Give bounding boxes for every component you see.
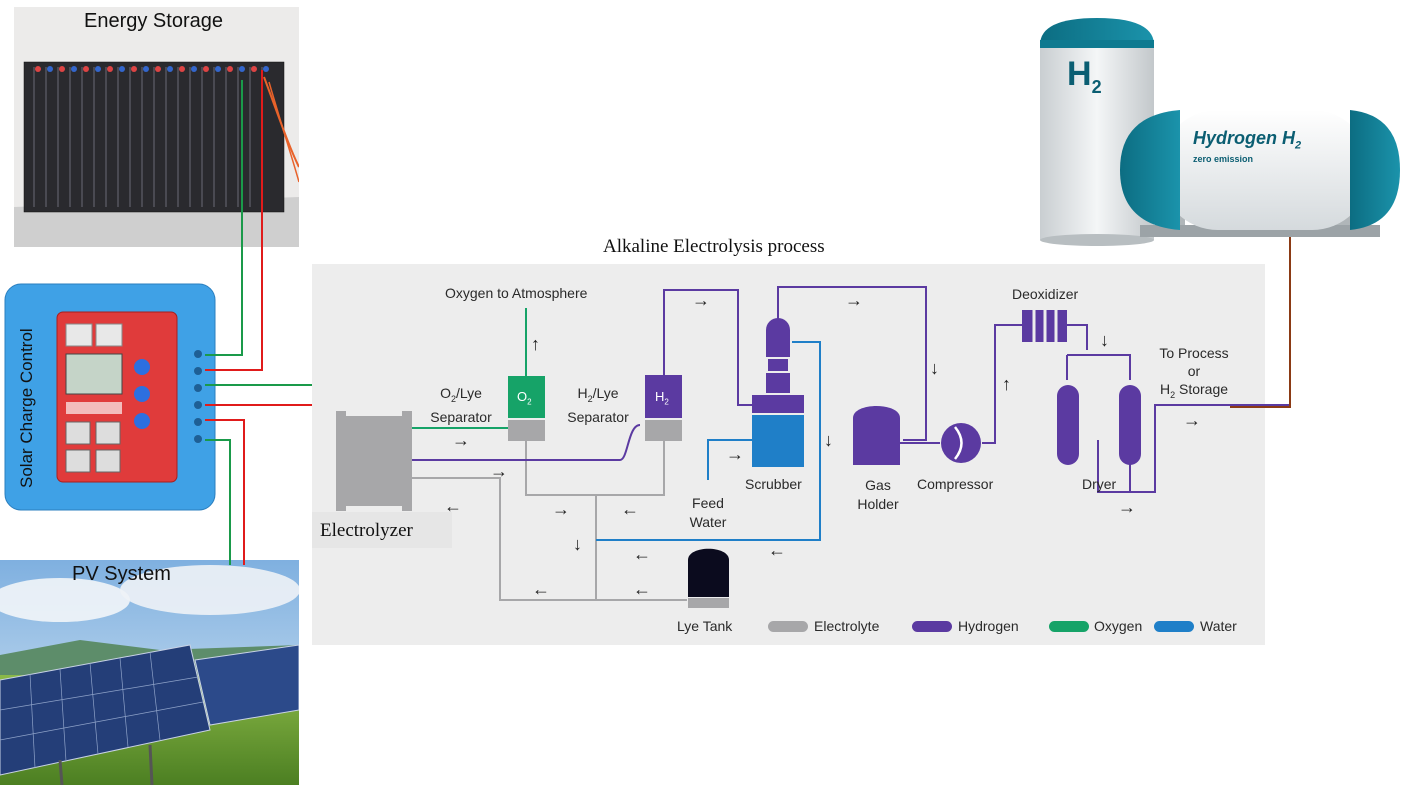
arrow-down-electrolyte: ↓ [573, 534, 582, 554]
pipe-hydrogen-deox-out [1067, 324, 1088, 350]
deoxidizer-unit [1022, 310, 1067, 342]
wire-storage-red [205, 70, 263, 371]
label-o2-separator: O2/Lye Separator [430, 385, 492, 425]
arrow-left-separators-bottom: ← [621, 499, 639, 519]
compressor-unit [941, 423, 981, 463]
pipe-electrolyte-separators [525, 440, 665, 496]
gas-holder-unit [853, 406, 900, 465]
pipe-water-return [596, 341, 821, 541]
label-scrubber: Scrubber [745, 476, 802, 492]
label-lye-tank: Lye Tank [677, 618, 733, 634]
arrow-right-h2-top: → [692, 290, 710, 310]
arrow-right-feed-water: → [726, 444, 744, 464]
hydrogen-tank-tag: zero emission [1193, 154, 1254, 164]
electrolyzer-label-box [312, 512, 452, 548]
label-compressor: Compressor [917, 476, 994, 492]
label-deoxidizer: Deoxidizer [1012, 286, 1079, 302]
legend-label-electrolyte: Electrolyte [814, 618, 880, 634]
electrolyzer-unit [336, 411, 412, 511]
pipe-hydrogen-compressor [982, 324, 1022, 444]
charge-controller-title: Solar Charge Control [17, 328, 36, 488]
pipe-output-storage [1230, 165, 1291, 408]
arrow-left-return-1: ← [532, 579, 550, 599]
pv-system-image: PV System [0, 560, 299, 785]
energy-storage-image: Energy Storage [14, 7, 299, 247]
arrow-right-oxygen: → [452, 430, 470, 450]
pipe-electrolyte-return [412, 477, 687, 601]
hydrogen-tanks-illustration [1040, 18, 1400, 246]
pv-system-title: PV System [72, 563, 171, 585]
label-electrolyzer: Electrolyzer [320, 520, 413, 541]
dryer-unit [1057, 385, 1141, 465]
charge-controller-image: Solar Charge Control [2, 282, 220, 514]
wire-pv-green [205, 439, 231, 565]
scrubber-unit [752, 318, 804, 467]
arrow-down-scrubber: ↓ [824, 430, 833, 450]
battery-bank-illustration [14, 7, 299, 247]
arrow-left-water-2: ← [768, 540, 786, 560]
legend-label-hydrogen: Hydrogen [958, 618, 1019, 634]
o2-box-label: O2 [517, 389, 532, 407]
legend: Electrolyte Hydrogen Oxygen Water [768, 618, 1263, 638]
legend-swatch-water [1154, 621, 1194, 632]
arrow-right-separators-bottom: → [552, 499, 570, 519]
wire-pv-red [205, 419, 245, 565]
label-dryer: Dryer [1082, 476, 1117, 492]
legend-swatch-electrolyte [768, 621, 808, 632]
charge-controller-illustration: Solar Charge Control [4, 283, 216, 511]
process-title: Alkaline Electrolysis process [603, 236, 825, 257]
h2-tank-label: H2 [1067, 55, 1102, 97]
label-h2-separator: H2/Lye Separator [567, 385, 629, 425]
arrow-right-dryer-bottom: → [1118, 497, 1136, 517]
arrow-right-hydrogen: → [490, 461, 508, 481]
legend-swatch-hydrogen [912, 621, 952, 632]
h2-separator [645, 375, 682, 441]
label-oxygen-to-atmosphere: Oxygen to Atmosphere [445, 285, 588, 301]
lye-tank-unit [688, 548, 729, 608]
arrow-right-scrubber-top: → [845, 290, 863, 310]
pipe-hydrogen-to-scrubber [663, 289, 752, 406]
legend-label-oxygen: Oxygen [1094, 618, 1143, 634]
pipe-hydrogen-electrolyzer [412, 424, 641, 461]
pipe-hydrogen-scrubber-out [777, 286, 927, 441]
legend-swatch-oxygen [1049, 621, 1089, 632]
arrow-down-deox: ↓ [1100, 330, 1109, 350]
arrow-left-electrolyte: ← [444, 496, 462, 516]
arrow-right-output: → [1183, 410, 1201, 430]
o2-separator [508, 376, 545, 441]
arrow-up-compressor: ↑ [1002, 374, 1011, 394]
label-to-process: To Process or H2 Storage [1159, 345, 1229, 400]
pipe-hydrogen-dryer-top [1067, 354, 1131, 380]
hydrogen-tank-title: Hydrogen H2 [1193, 128, 1302, 152]
pipe-hydrogen-dryer-out [1097, 404, 1290, 493]
legend-label-water: Water [1200, 618, 1237, 634]
arrow-left-water-1: ← [633, 544, 651, 564]
pv-panels-illustration [0, 560, 299, 785]
arrow-left-return-2: ← [633, 579, 651, 599]
arrow-up-oxygen: ↑ [531, 334, 540, 354]
wire-storage-green [205, 80, 243, 356]
energy-storage-title: Energy Storage [84, 10, 223, 32]
pipe-water-feed [707, 439, 752, 480]
arrow-down-right-column: ↓ [930, 358, 939, 378]
h2-box-label: H2 [655, 389, 669, 407]
